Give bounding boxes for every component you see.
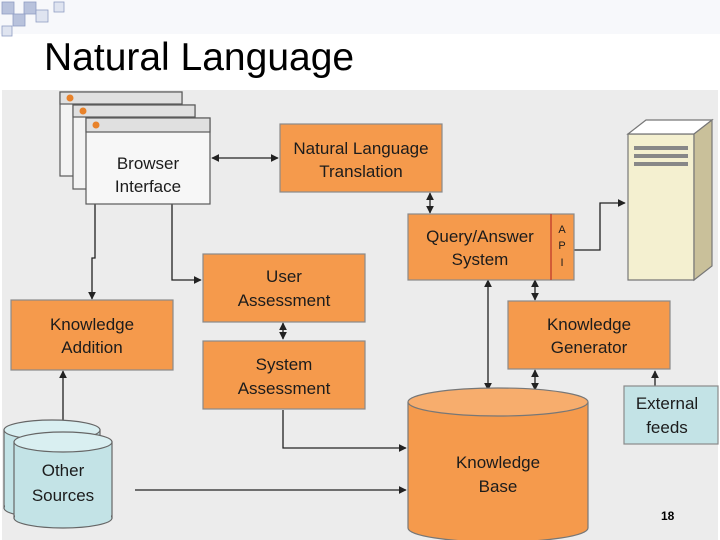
browser-label-line1: Browser — [117, 154, 180, 173]
external-feeds-line1: External — [636, 394, 698, 413]
user-assessment-line2: Assessment — [238, 291, 331, 310]
nl-translation-box: Natural Language Translation — [279, 123, 443, 193]
browser-dot-icon — [79, 107, 87, 115]
architecture-diagram: Browser Interface Natural Language Trans… — [2, 90, 719, 540]
api-letter-a: A — [558, 224, 566, 236]
connector-browser-user — [171, 202, 202, 284]
knowledge-generator-line1: Knowledge — [547, 315, 631, 334]
external-feeds-box: External feeds — [623, 385, 719, 445]
query-answer-line1: Query/Answer — [426, 227, 534, 246]
system-assessment-line2: Assessment — [238, 379, 331, 398]
page-number: 18 — [661, 509, 675, 523]
browser-dot-icon — [92, 121, 100, 129]
api-letter-i: I — [560, 257, 563, 269]
connector-query-server — [574, 199, 626, 251]
other-sources-cylinders: Other Sources — [3, 419, 113, 529]
browser-windows: Browser Interface — [59, 91, 211, 205]
system-assessment-line1: System — [256, 355, 313, 374]
server-icon — [626, 118, 714, 282]
knowledge-base-cylinder: Knowledge Base — [407, 387, 589, 540]
knowledge-addition-box: Knowledge Addition — [10, 299, 174, 371]
knowledge-base-line1: Knowledge — [456, 453, 540, 472]
knowledge-generator-box: Knowledge Generator — [507, 300, 671, 370]
browser-dot-icon — [66, 94, 74, 102]
knowledge-addition-line2: Addition — [61, 338, 122, 357]
system-assessment-box: System Assessment — [202, 340, 366, 410]
corner-decoration — [0, 0, 720, 40]
query-answer-line2: System — [452, 250, 509, 269]
user-assessment-box: User Assessment — [202, 253, 366, 323]
query-answer-box: Query/Answer System A P I — [407, 213, 575, 281]
other-sources-line2: Sources — [32, 486, 94, 505]
connector-system-kb — [282, 410, 407, 452]
browser-label-line2: Interface — [115, 177, 181, 196]
nl-translation-line1: Natural Language — [293, 139, 428, 158]
user-assessment-line1: User — [266, 267, 302, 286]
knowledge-addition-line1: Knowledge — [50, 315, 134, 334]
connector-browser-addition — [88, 202, 96, 300]
cylinder-front: Other Sources — [13, 431, 113, 529]
nl-translation-line2: Translation — [319, 162, 402, 181]
knowledge-generator-line2: Generator — [551, 338, 628, 357]
other-sources-line1: Other — [42, 461, 85, 480]
knowledge-base-line2: Base — [479, 477, 518, 496]
external-feeds-line2: feeds — [646, 418, 688, 437]
slide-title: Natural Language — [44, 36, 355, 79]
browser-window-front: Browser Interface — [85, 117, 211, 205]
api-letter-p: P — [558, 240, 565, 252]
